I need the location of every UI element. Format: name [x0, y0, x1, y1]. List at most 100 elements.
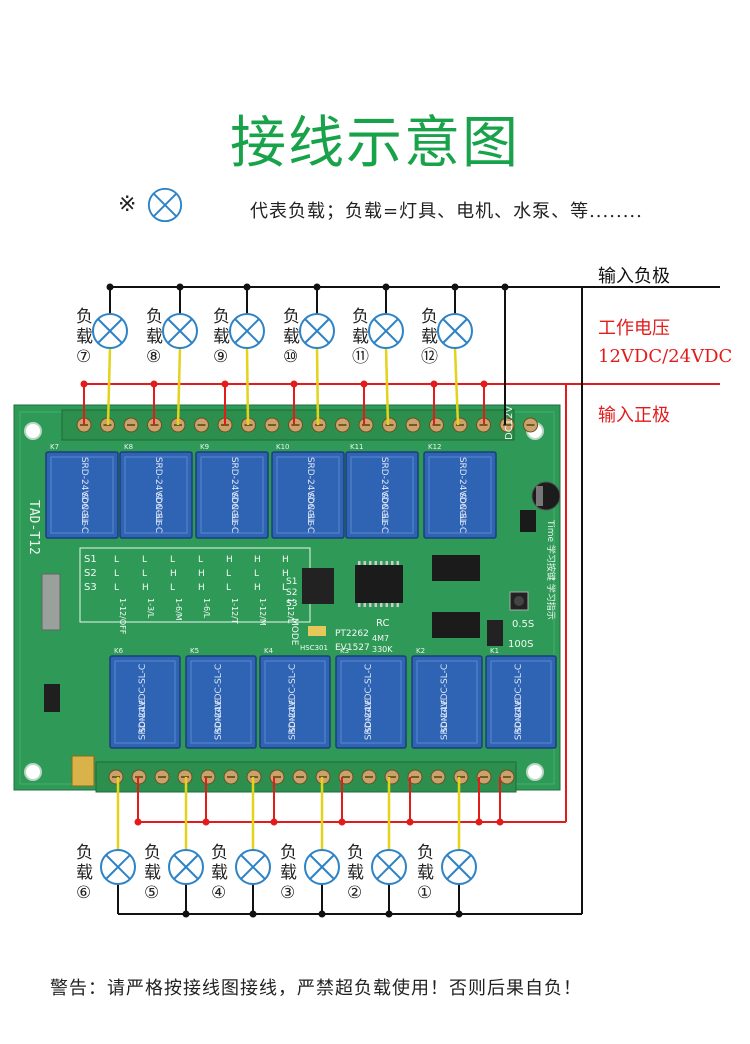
relay-brand-text: SONGLE [306, 492, 315, 525]
load-label-char: 载 [146, 327, 163, 347]
relay-label: K10 [276, 443, 290, 451]
chip-label: PT2262 [335, 629, 369, 639]
lamp-cross [446, 854, 472, 880]
voltage-value-label: 12VDC/24VDC [598, 346, 733, 367]
ic-pin [374, 603, 377, 607]
junction-dot [406, 818, 414, 826]
relay-model-text: SRD-24VDC-SL-C [229, 457, 239, 533]
relay-model-text: SRD-24VDC-SL-C [364, 664, 374, 740]
mode-cell: L [114, 555, 119, 565]
driver-ic [432, 555, 480, 581]
load-output-wire [106, 347, 112, 426]
junction-dot [360, 380, 368, 388]
ic-pin [391, 603, 394, 607]
load-number: ⑦ [76, 347, 91, 367]
load-label-char: 负 [283, 307, 300, 327]
mode-column-text: 1-6/M [174, 598, 183, 621]
lamp-cross [167, 318, 193, 344]
load-label-char: 载 [76, 327, 93, 347]
relay-label: K2 [416, 647, 425, 655]
jumper-label: S2 [286, 588, 297, 598]
lamp-cross [240, 854, 266, 880]
relay-body [345, 451, 419, 539]
junction-dot [451, 283, 459, 291]
relay-model-text: SRD-24VDC-SL-C [457, 457, 467, 533]
ic-pin [369, 561, 372, 565]
mode-cell: L [142, 555, 147, 565]
mode-cell: L [254, 569, 259, 579]
mode-column-text: 1-12/T [230, 598, 239, 624]
lamp-load-icon [368, 313, 404, 349]
load-label-char: 负 [347, 843, 364, 863]
load-label-char: 负 [352, 307, 369, 327]
lamp-load-icon [92, 313, 128, 349]
mode-cell: L [114, 583, 119, 593]
junction-dot [182, 910, 190, 918]
transistor [520, 510, 536, 532]
load-label-char: 载 [211, 863, 228, 883]
ic-pin [385, 561, 388, 565]
mode-cell: L [226, 583, 231, 593]
mode-cell: H [198, 583, 205, 593]
chip-label: EV1527 [335, 643, 370, 653]
relay-label: K3 [340, 647, 349, 655]
ic-pin [358, 603, 361, 607]
page-title: 接线示意图 [230, 111, 520, 176]
time-label: 0.5S [512, 619, 534, 630]
load-output-wire [176, 347, 182, 426]
ic-pin [363, 603, 366, 607]
lamp-load-icon [162, 313, 198, 349]
relay-label: K12 [428, 443, 442, 451]
rc-label: RC [376, 618, 389, 629]
relay-brand-text: SONGLE [514, 699, 523, 732]
decoder-ic [355, 565, 403, 603]
load-label-char: 载 [347, 863, 364, 883]
relay-frame [490, 660, 552, 744]
relay-body [185, 655, 257, 749]
relay-label: K7 [50, 443, 59, 451]
relay-body [411, 655, 483, 749]
junction-dot [249, 910, 257, 918]
mode-label: MODE [289, 618, 299, 646]
load-label-char: 负 [417, 843, 434, 863]
ic-pin [396, 603, 399, 607]
mode-column-text: 1-3/L [146, 598, 155, 619]
load-label-char: 负 [421, 307, 438, 327]
mounting-hole [24, 763, 42, 781]
mode-row-label: S3 [84, 582, 97, 593]
relay-frame [276, 456, 340, 534]
lamp-cross [105, 854, 131, 880]
load-number: ④ [211, 883, 226, 903]
lamp-cross [97, 318, 123, 344]
junction-dot [382, 283, 390, 291]
junction-dot [455, 910, 463, 918]
load-output-wire [315, 347, 320, 426]
ic-pin [396, 561, 399, 565]
negative-input-label: 输入负极 [598, 266, 670, 287]
mode-column-text: 1-6/L [202, 598, 211, 619]
mode-cell: H [254, 583, 261, 593]
positive-input-label: 输入正极 [598, 405, 670, 426]
load-label-char: 负 [146, 307, 163, 327]
relay-body [109, 655, 181, 749]
ic-pin [358, 561, 361, 565]
mode-cell: L [170, 555, 175, 565]
junction-dot [501, 283, 509, 291]
relay-label: K11 [350, 443, 364, 451]
side-connector [41, 573, 61, 631]
mode-cell: H [282, 569, 289, 579]
relay-model-text: SRD-24VDC-SL-C [288, 664, 298, 740]
relay-brand-text: SONGLE [458, 492, 467, 525]
power-label: DC12V [504, 406, 515, 440]
relay-model-text: SRD-24VDC-SL-C [379, 457, 389, 533]
antenna-terminal [71, 755, 95, 787]
mode-cell: L [170, 583, 175, 593]
load-label-char: 载 [421, 327, 438, 347]
relay-frame [340, 660, 402, 744]
junction-dot [318, 910, 326, 918]
relay-frame [350, 456, 414, 534]
mode-cell: H [282, 555, 289, 565]
